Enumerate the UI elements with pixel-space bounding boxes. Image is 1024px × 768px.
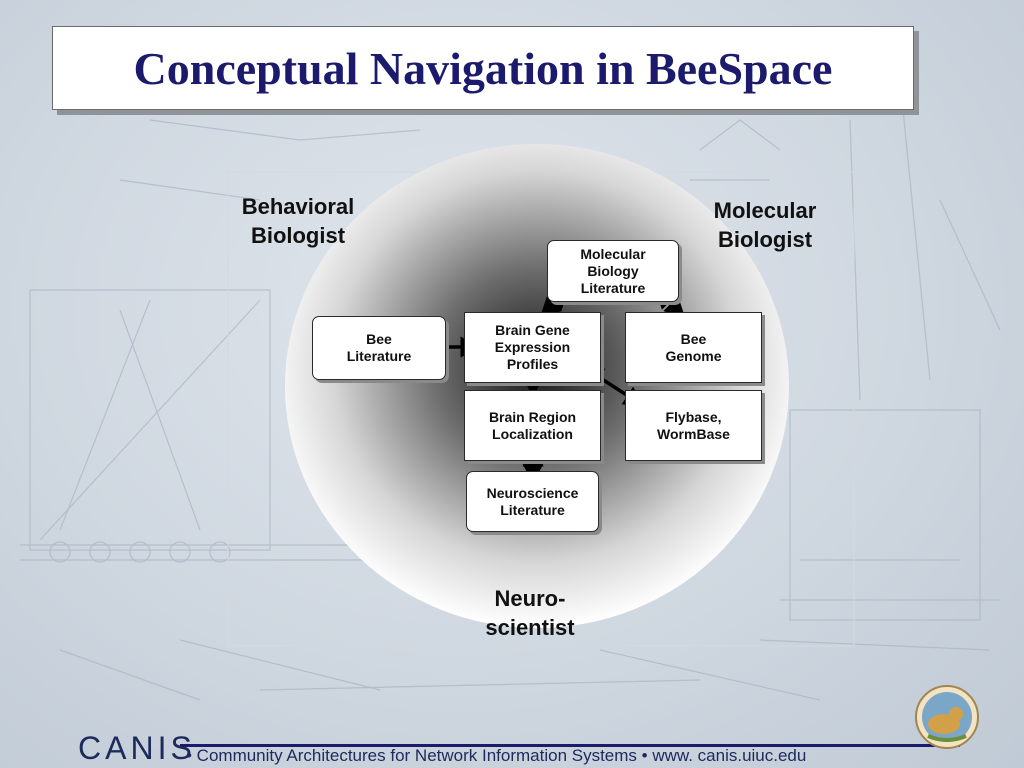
node-label: Bee Genome [665,330,722,364]
node-label: Molecular Biology Literature [580,245,646,296]
node-label: Brain Region Localization [488,408,577,442]
node-bee-literature: Bee Literature [312,316,446,380]
node-neuroscience-literature: Neuroscience Literature [466,471,599,532]
node-label: Brain Gene Expression Profiles [494,322,571,372]
node-brain-region-localization: Brain Region Localization [464,390,601,461]
node-label: Bee Literature [346,331,412,364]
node-molecular-biology-literature: Molecular Biology Literature [547,240,679,302]
role-molecular-biologist: Molecular Biologist [713,198,817,252]
footer-brand: CANIS [78,730,196,766]
role-neuroscientist: Neuro- scientist [485,586,575,640]
footer-text: • Community Architectures for Network In… [186,746,807,765]
title-box: Conceptual Navigation in BeeSpace [52,26,914,110]
node-bee-genome: Bee Genome [625,312,762,383]
node-brain-gene-expression-profiles: Brain Gene Expression Profiles [464,312,601,383]
node-flybase-wormbase: Flybase, WormBase [625,390,762,461]
canis-logo-icon [915,685,979,749]
footer-divider [180,744,960,747]
slide-title: Conceptual Navigation in BeeSpace [133,42,833,94]
node-label: Flybase, WormBase [657,408,730,442]
node-label: Neuroscience Literature [486,484,579,518]
role-behavioral-biologist: Behavioral Biologist [241,194,355,248]
